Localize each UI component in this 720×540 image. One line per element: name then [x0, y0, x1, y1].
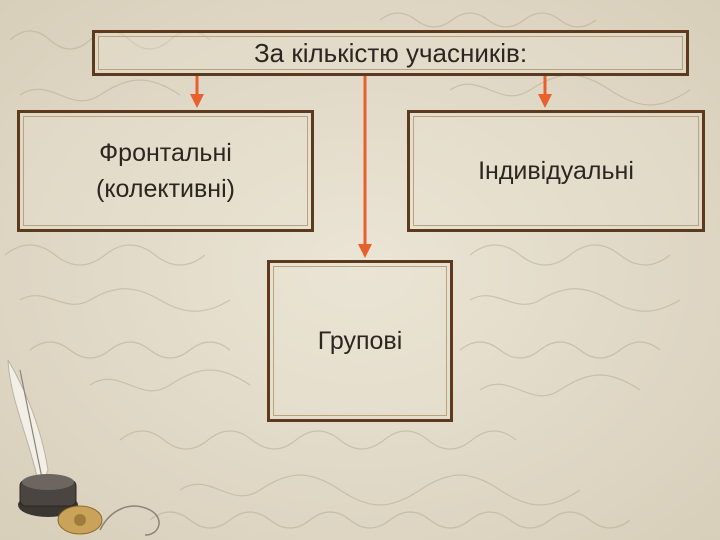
node-frontal: Фронтальні (колективні) — [17, 110, 314, 232]
diagram-title-box: За кількістю учасників: — [92, 30, 689, 76]
quill-and-inkwell-icon — [7, 359, 160, 536]
node-individual: Індивідуальні — [407, 110, 705, 232]
node-frontal-line1: Фронтальні — [99, 138, 232, 167]
node-individual-label: Індивідуальні — [478, 156, 634, 185]
node-frontal-line2: (колективні) — [96, 175, 235, 203]
diagram-title: За кількістю учасників: — [253, 37, 528, 68]
node-frontal-label: Фронтальні (колективні) — [96, 135, 235, 208]
node-group-label: Групові — [317, 326, 403, 355]
node-group: Групові — [267, 260, 453, 422]
